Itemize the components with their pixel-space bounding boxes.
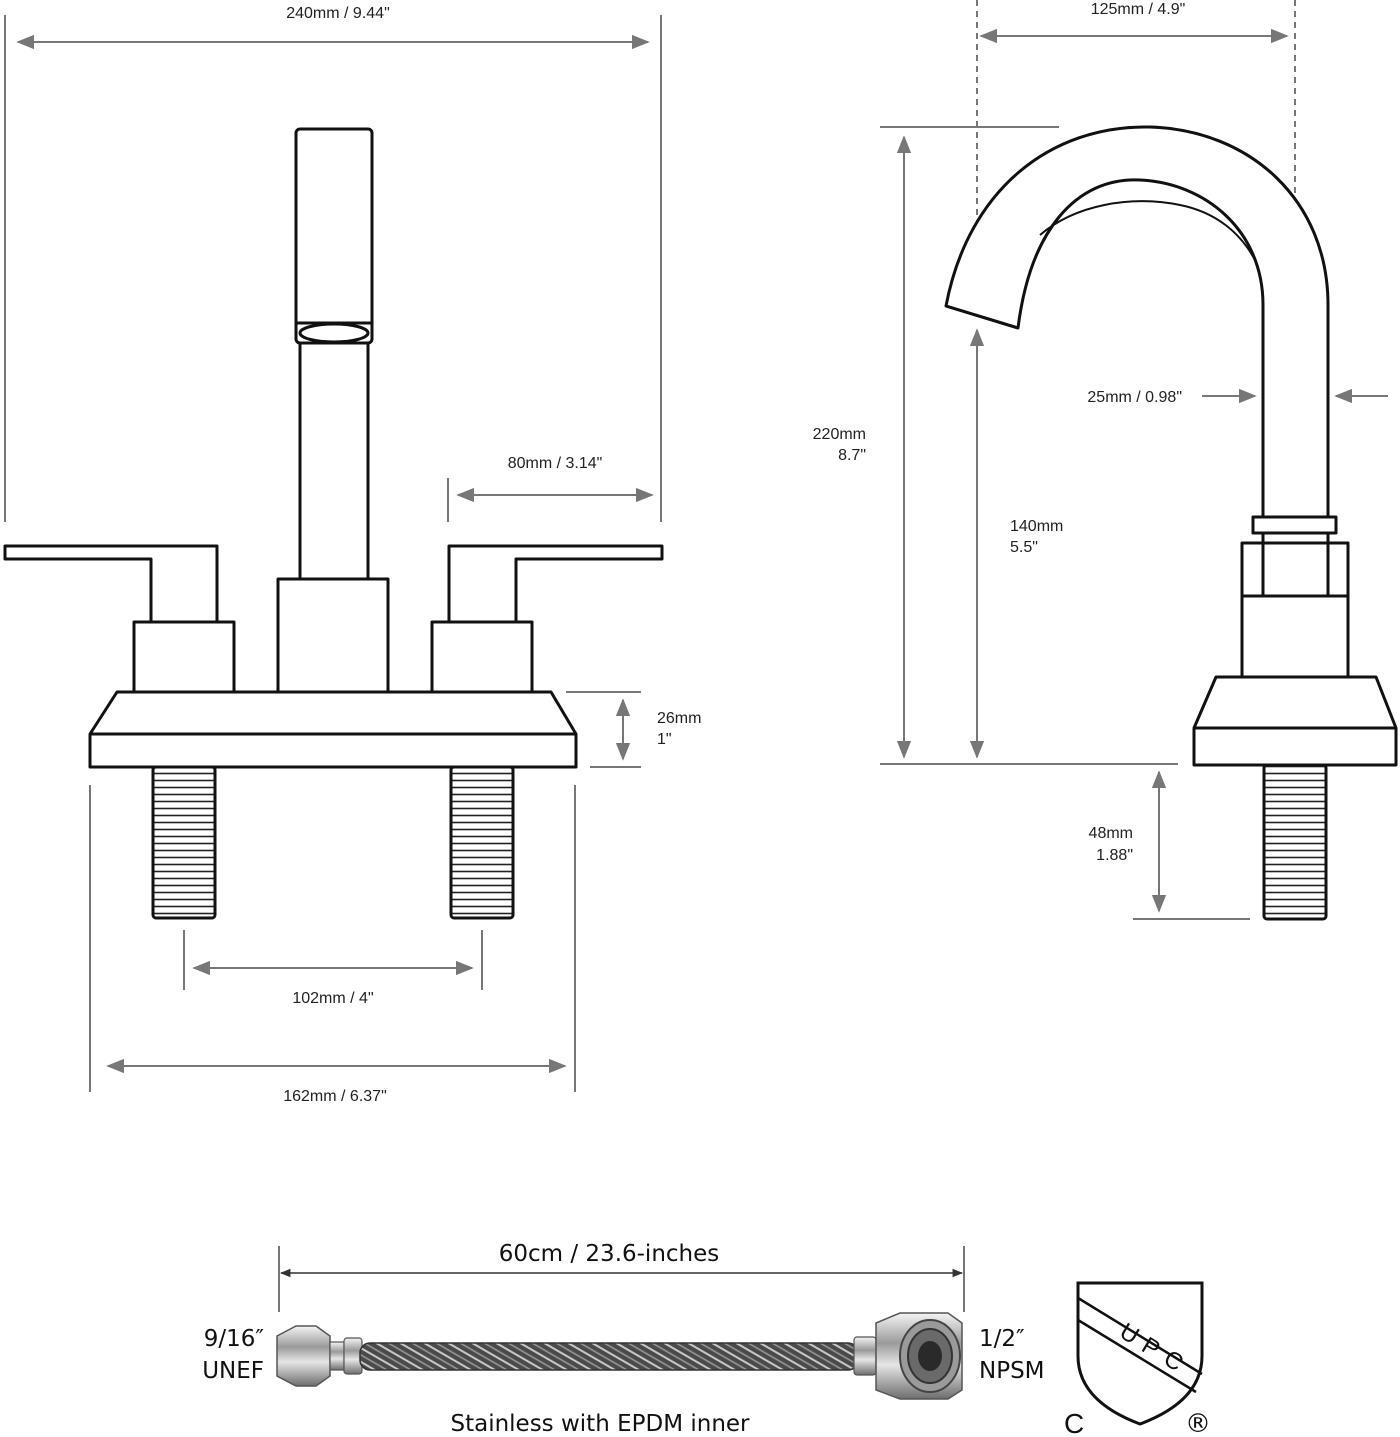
side-base — [1192, 675, 1398, 767]
label-handle-reach: 80mm / 3.14" — [508, 455, 603, 472]
label-shank-length-mm: 48mm — [1089, 825, 1133, 842]
label-total-height-mm: 220mm — [813, 426, 866, 443]
right-handle-body — [430, 620, 534, 694]
left-shank — [151, 765, 217, 920]
label-right-thread: NPSM — [979, 1358, 1045, 1384]
spout-front-stem — [298, 341, 370, 583]
braided-hose — [359, 1342, 859, 1371]
cupc-certification-mark: U P C C ® — [1064, 1281, 1211, 1437]
label-shank-length-in: 1.88" — [1096, 847, 1133, 864]
side-body — [1240, 541, 1350, 679]
label-total-height-in: 8.7" — [838, 447, 866, 464]
side-view: 125mm / 4.9" 25mm / 0.98" 220mm 8.7" 140… — [813, 0, 1398, 921]
spout-aerator — [298, 322, 370, 344]
spout-front-head — [294, 127, 374, 345]
right-shank — [449, 765, 515, 920]
label-spout-reach: 125mm / 4.9" — [1091, 1, 1186, 18]
label-left-size: 9/16″ — [204, 1326, 265, 1352]
label-spout-clearance-in: 5.5" — [1010, 539, 1038, 556]
label-width-total: 240mm / 9.44" — [286, 5, 390, 22]
registered-mark: ® — [1185, 1409, 1211, 1437]
supply-hose: 60cm / 23.6-inches 9/16″ UNEF 1/2″ NPSM … — [202, 1241, 1044, 1437]
label-hose-length: 60cm / 23.6-inches — [499, 1241, 720, 1267]
side-shank — [1262, 763, 1328, 921]
left-handle-lever — [3, 544, 219, 624]
cupc-c-mark: C — [1064, 1408, 1084, 1437]
label-base-height-in: 1" — [657, 731, 672, 748]
hose-right-ferrule — [853, 1336, 877, 1376]
gooseneck-spout — [944, 125, 1330, 519]
spout-collar — [1251, 515, 1338, 535]
label-spout-diameter: 25mm / 0.98" — [1087, 389, 1182, 406]
right-handle-lever — [447, 544, 664, 624]
label-left-thread: UNEF — [202, 1358, 264, 1384]
label-base-width: 162mm / 6.37" — [283, 1088, 387, 1105]
spout-front-base — [276, 577, 390, 694]
hose-left-nut — [276, 1325, 331, 1387]
label-spout-clearance-mm: 140mm — [1010, 518, 1063, 535]
label-base-height-mm: 26mm — [657, 710, 701, 727]
hose-left-ferrule-a — [329, 1341, 345, 1371]
label-right-size: 1/2″ — [979, 1326, 1025, 1352]
label-hose-material: Stainless with EPDM inner — [450, 1411, 750, 1437]
front-view: 240mm / 9.44" 80mm / 3.14" 26mm 1" — [3, 5, 701, 1105]
front-base-plate — [88, 690, 578, 769]
left-handle-body — [132, 620, 236, 694]
label-shank-spacing: 102mm / 4" — [292, 990, 373, 1007]
